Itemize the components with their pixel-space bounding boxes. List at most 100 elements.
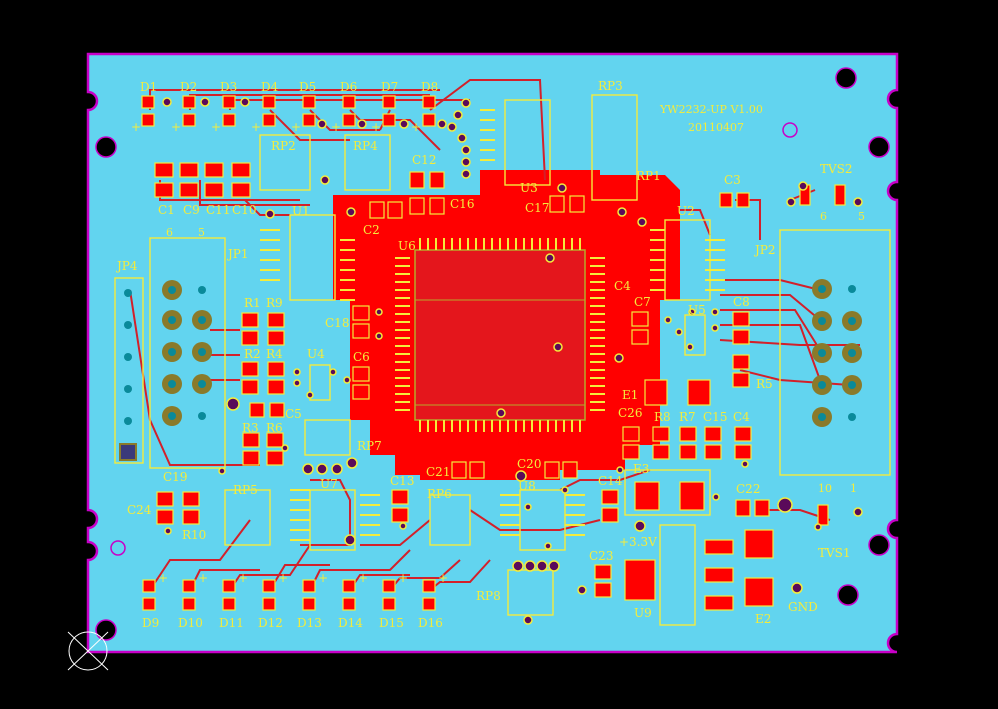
rp3-rp1-outline [591, 94, 638, 201]
label-u3: U3 [520, 181, 538, 195]
jp4-outline [114, 277, 144, 464]
label-tvs1: TVS1 [818, 546, 851, 560]
label-c19: C19 [163, 470, 187, 484]
label-d11: D11 [219, 616, 244, 630]
jp2-outline [779, 229, 891, 476]
label-rp1: RP1 [636, 169, 661, 183]
label-c18: C18 [325, 316, 349, 330]
label-r6: R6 [266, 421, 283, 435]
label-plus: + [358, 571, 368, 585]
label-pin10: 10 [818, 482, 832, 495]
label-d8: D8 [421, 80, 438, 94]
silkscreen-text: YW2232-UP V1.00 20110407 D1 D2 D3 D4 D5 … [115, 79, 865, 630]
label-u4: U4 [307, 347, 325, 361]
label-r9: R9 [266, 296, 283, 310]
label-rp2: RP2 [271, 139, 296, 153]
label-rp4: RP4 [353, 139, 378, 153]
label-plus: + [198, 571, 208, 585]
rp7-outline [304, 419, 351, 456]
label-c5: C5 [285, 407, 302, 421]
label-e1: E1 [622, 388, 638, 402]
label-c7: C7 [634, 295, 651, 309]
led-pads-bottom [142, 579, 436, 611]
label-r5: R5 [756, 377, 773, 391]
label-c1: C1 [158, 203, 175, 217]
label-c24: C24 [127, 503, 152, 517]
label-plus: + [238, 571, 248, 585]
vias [162, 97, 863, 625]
label-plus: + [398, 571, 408, 585]
label-plus: + [291, 120, 301, 134]
qfp-pins [260, 109, 725, 541]
label-plus: + [411, 120, 421, 134]
label-d5: D5 [299, 80, 316, 94]
label-plus: + [251, 120, 261, 134]
rp6-outline [429, 494, 471, 546]
label-c21: C21 [426, 465, 450, 479]
label-plus: + [171, 120, 181, 134]
label-u9: U9 [634, 606, 652, 620]
label-r2: R2 [244, 347, 261, 361]
label-tvs2: TVS2 [820, 162, 853, 176]
mounting-holes [95, 67, 890, 641]
u3-outline [504, 99, 551, 186]
label-c15: C15 [703, 410, 727, 424]
label-c4-top: C4 [614, 279, 631, 293]
label-u5: U5 [688, 303, 706, 317]
led-pads-top [141, 95, 436, 127]
label-pin1: 1 [850, 482, 857, 495]
label-c11: C11 [206, 203, 230, 217]
u6-die [414, 249, 586, 421]
label-rp5: RP5 [233, 483, 258, 497]
label-c20: C20 [517, 457, 541, 471]
u1-outline [289, 214, 336, 301]
u8-outline [519, 489, 566, 551]
label-pin6: 6 [166, 226, 173, 239]
label-r4: R4 [266, 347, 283, 361]
rp4-outline [344, 134, 391, 191]
label-d7: D7 [381, 80, 398, 94]
u7-outline [309, 489, 356, 551]
rp2-outline [259, 134, 311, 191]
fiducial-mark [67, 631, 109, 671]
label-jp4: JP4 [115, 259, 138, 273]
rp5-outline [224, 489, 271, 546]
label-d1: D1 [140, 80, 157, 94]
label-d4: D4 [261, 80, 279, 94]
label-d6: D6 [340, 80, 357, 94]
passive-pads [154, 162, 846, 611]
label-jp2: JP2 [753, 243, 776, 257]
label-d9: D9 [142, 616, 159, 630]
label-c4: C4 [733, 410, 750, 424]
label-c17: C17 [525, 201, 549, 215]
label-d2: D2 [180, 80, 197, 94]
label-pin5: 5 [198, 226, 205, 239]
u4-outline [309, 364, 331, 401]
label-d3: D3 [220, 80, 237, 94]
label-c8: C8 [733, 295, 750, 309]
label-plus: + [331, 120, 341, 134]
board-date: 20110407 [688, 121, 744, 134]
label-e2: E2 [755, 612, 771, 626]
label-c22: C22 [736, 482, 760, 496]
u5-outline [684, 314, 706, 356]
label-d15: D15 [379, 616, 404, 630]
label-u7: U7 [320, 477, 338, 491]
label-rp6: RP6 [427, 487, 452, 501]
label-pin6-tvs2: 6 [820, 210, 827, 223]
label-c14: C14 [598, 474, 623, 488]
label-d16: D16 [418, 616, 443, 630]
label-jp1: JP1 [226, 247, 249, 261]
e3-outline [624, 469, 711, 516]
label-plus: + [211, 120, 221, 134]
label-rp7: RP7 [357, 439, 382, 453]
board-title: YW2232-UP V1.00 [659, 103, 763, 116]
u2-outline [664, 219, 711, 301]
label-r3: R3 [242, 421, 259, 435]
label-plus: + [318, 571, 328, 585]
label-c9: C9 [183, 203, 200, 217]
label-3v3: +3.3V [619, 535, 657, 549]
label-c3: C3 [724, 173, 741, 187]
label-c26: C26 [618, 406, 642, 420]
label-plus: + [158, 571, 168, 585]
